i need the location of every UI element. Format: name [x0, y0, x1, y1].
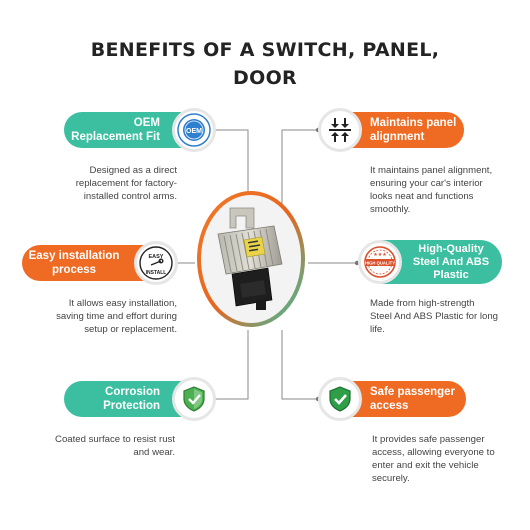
benefit-safe-title-line-2: access [370, 400, 409, 412]
oem-badge-icon: OEM [172, 108, 216, 152]
alignment-arrows-icon [318, 108, 362, 152]
benefit-installation-title-line-1: Easy installation [28, 250, 120, 262]
benefit-oem-desc-line: installed control arms. [83, 191, 177, 202]
benefit-alignment-title-line-1: Maintains panel [370, 117, 457, 129]
benefit-corrosion-pill: Corrosion Protection [64, 377, 216, 421]
benefit-safe-desc-line: enter and exit the vehicle [372, 460, 479, 471]
high-quality-stamp-icon: HIGH QUALITY ★★★ [358, 240, 402, 284]
benefit-installation-desc-line: It allows easy installation, [68, 298, 177, 309]
benefit-oem-desc-line: Designed as a direct [89, 165, 177, 176]
easy-install-text-bottom: INSTALL [146, 270, 167, 276]
benefit-safe-title: Safe passenger access [370, 385, 455, 413]
benefit-oem-pill: OEM Replacement Fit OEM [64, 108, 216, 152]
benefit-corrosion-title-line-2: Protection [103, 400, 160, 412]
benefit-quality-desc-line: life. [370, 324, 385, 335]
benefit-safe-description: It provides safe passenger access, allow… [372, 433, 522, 485]
high-quality-stamp-text: HIGH QUALITY [365, 261, 395, 266]
product-image [197, 191, 305, 327]
benefit-quality-title-line-1: High-Quality [418, 242, 484, 255]
benefit-safe-desc-line: securely. [372, 473, 410, 484]
benefit-corrosion-title-line-1: Corrosion [105, 386, 160, 398]
benefit-corrosion-title: Corrosion Protection [103, 385, 160, 413]
benefit-quality-title-line-3: Plastic [433, 268, 469, 281]
benefit-alignment-desc-line: It maintains panel alignment, [370, 165, 493, 176]
oem-badge-text: OEM [186, 128, 202, 135]
benefit-installation-description: It allows easy installation, saving time… [7, 297, 177, 336]
benefit-alignment-description: It maintains panel alignment, ensuring y… [370, 164, 520, 216]
benefit-safe-desc-line: access, allowing everyone to [372, 447, 495, 458]
benefit-installation-title: Easy installation process [24, 249, 124, 277]
benefit-installation-title-line-2: process [51, 264, 97, 276]
benefit-alignment-desc-line: ensuring your car's interior [370, 178, 483, 189]
benefit-installation-desc-line: saving time and effort during [56, 311, 177, 322]
benefit-oem-title: OEM Replacement Fit [71, 116, 160, 144]
benefit-safe-pill: Safe passenger access [318, 377, 466, 421]
benefit-oem-desc-line: replacement for factory- [75, 178, 177, 189]
benefit-corrosion-desc-line: Coated surface to resist rust [55, 434, 175, 445]
title-line-2: DOOR [233, 67, 297, 89]
benefit-safe-desc-line: It provides safe passenger [372, 434, 485, 445]
benefit-alignment-title-line-2: alignment [370, 131, 425, 143]
page-title: BENEFITS OF A SWITCH, PANEL, DOOR [0, 36, 530, 92]
benefit-alignment-title: Maintains panel alignment [370, 116, 456, 144]
benefit-quality-desc-line: Made from high-strength [370, 298, 475, 309]
benefit-oem-title-line-2: Replacement Fit [71, 131, 160, 143]
benefit-installation-pill: Easy installation process EASY INSTALL [22, 241, 178, 285]
benefit-quality-pill: HIGH QUALITY ★★★ High-Quality Steel And … [358, 240, 502, 284]
benefit-oem-title-line-1: OEM [133, 117, 160, 129]
benefit-quality-desc-line: Steel And ABS Plastic for long [370, 311, 498, 322]
benefit-quality-description: Made from high-strength Steel And ABS Pl… [370, 297, 525, 336]
benefit-safe-title-line-1: Safe passenger [370, 386, 456, 398]
benefit-alignment-desc-line: smoothly. [370, 204, 411, 215]
easy-install-icon: EASY INSTALL [134, 241, 178, 285]
title-line-1: BENEFITS OF A SWITCH, PANEL, [90, 39, 440, 61]
green-shield-check-icon [318, 377, 362, 421]
benefit-quality-title: High-Quality Steel And ABS Plastic [408, 243, 494, 282]
benefit-installation-desc-line: setup or replacement. [84, 324, 177, 335]
benefit-oem-description: Designed as a direct replacement for fac… [17, 164, 177, 203]
benefit-alignment-desc-line: looks neat and functions [370, 191, 474, 202]
benefit-corrosion-desc-line: and wear. [133, 447, 175, 458]
easy-install-text-top: EASY [149, 254, 164, 260]
benefit-alignment-pill: Maintains panel alignment [318, 108, 464, 152]
svg-text:★★★: ★★★ [373, 252, 387, 258]
benefit-quality-title-line-2: Steel And ABS [412, 255, 490, 268]
benefit-corrosion-description: Coated surface to resist rust and wear. [15, 433, 175, 459]
shield-check-icon [172, 377, 216, 421]
